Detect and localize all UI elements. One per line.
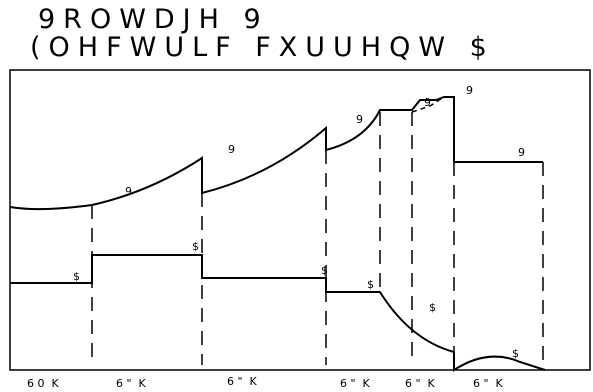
diagram-frame bbox=[9, 69, 591, 371]
interval-label: 6 " K bbox=[340, 377, 371, 390]
phase-boundary-lines bbox=[91, 112, 544, 365]
interval-label: 6 " K bbox=[405, 377, 436, 390]
voltage-label: 9 bbox=[466, 84, 473, 97]
current-label: $ bbox=[321, 264, 328, 277]
voltage-label: 9 bbox=[125, 185, 132, 198]
diagram-title-line-1: 9ROWDJH 9 bbox=[38, 4, 269, 35]
interval-label: 6 0 K bbox=[27, 377, 59, 390]
current-label: $ bbox=[367, 278, 374, 291]
voltage-label: 9 bbox=[228, 143, 235, 156]
diagram-title-line-2: (OHFWULF FXUUHQW $ bbox=[30, 32, 495, 63]
voltage-label: 9 bbox=[424, 96, 431, 109]
voltage-curve-dashed-segment bbox=[411, 96, 445, 113]
current-label: $ bbox=[512, 347, 519, 360]
current-label: $ bbox=[429, 301, 436, 314]
voltage-label: 9 bbox=[356, 113, 363, 126]
current-label: $ bbox=[192, 240, 199, 253]
voltage-label: 9 bbox=[518, 146, 525, 159]
current-curve bbox=[10, 254, 546, 372]
interval-label: 6 " K bbox=[116, 377, 147, 390]
current-label: $ bbox=[73, 270, 80, 283]
voltage-curve bbox=[9, 96, 543, 211]
interval-label: 6 " K bbox=[473, 377, 504, 390]
interval-label: 6 " K bbox=[227, 375, 258, 388]
